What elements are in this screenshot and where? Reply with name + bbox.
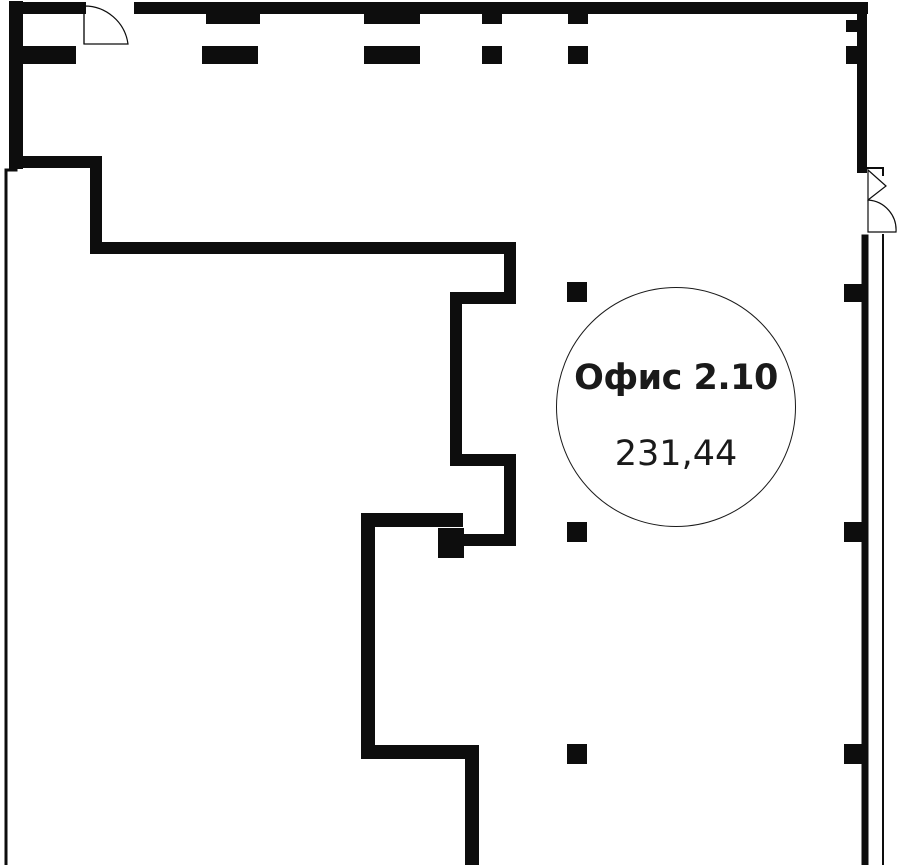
door-right-leaf-b [867,199,897,233]
column [844,744,862,764]
column [567,744,587,764]
wall-corridor-bottom [10,156,516,546]
column [567,282,587,302]
room-label-circle: Офис 2.10 231,44 [556,287,796,527]
column [844,284,862,302]
room-name: Офис 2.10 [574,358,778,398]
column [364,46,420,64]
column [482,12,502,24]
door-right-leaf-a [867,168,887,202]
column [568,12,588,24]
column [482,46,502,64]
column [206,12,260,24]
room-area: 231,44 [614,434,738,474]
door-top [83,5,129,45]
column [568,46,588,64]
wall-right-outer-top [867,167,884,176]
column [846,46,862,64]
column [364,12,420,24]
column [202,46,258,64]
wall-inner-step [361,513,479,865]
column [846,20,862,32]
column [844,522,862,542]
column [22,46,76,64]
column [567,522,587,542]
column [438,528,464,558]
